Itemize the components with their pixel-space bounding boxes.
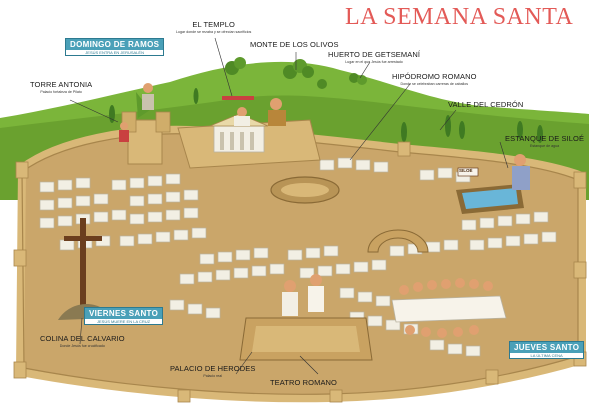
label-antonia-tower: TORRE ANTONIA Palacio fortaleza de Pilat… <box>30 80 92 94</box>
label-herod-palace-desc: Palacio real <box>203 374 223 378</box>
label-mount-of-olives-name: MONTE DE LOS OLIVOS <box>250 40 339 49</box>
palm-sunday-figures <box>119 83 154 142</box>
good-friday-desc: JESÚS MUERE EN LA CRUZ <box>85 319 163 324</box>
label-temple-name: EL TEMPLO <box>192 20 235 29</box>
label-temple-desc: Lugar donde se rezaba y se ofrecían sacr… <box>176 30 252 34</box>
holy-thursday-desc: LA ÚLTIMA CENA <box>510 353 584 358</box>
label-gethsemane-name: HUERTO DE GETSEMANÍ <box>328 50 421 59</box>
herod-figures <box>282 274 324 316</box>
palm-sunday-title: DOMINGO DE RAMOS <box>70 40 160 49</box>
label-hippodrome: HIPÓDROMO ROMANO Donde se celebraban car… <box>392 72 477 86</box>
temple-complex <box>177 113 321 169</box>
label-roman-theatre-name: TEATRO ROMANO <box>270 378 337 387</box>
label-antonia-tower-desc: Palacio fortaleza de Pilato <box>40 90 82 94</box>
cypress-trees <box>109 88 543 143</box>
label-antonia-tower-name: TORRE ANTONIA <box>30 80 93 89</box>
palm-sunday-box: DOMINGO DE RAMOS JESÚS ENTRA EN JERUSALÉ… <box>65 38 165 56</box>
label-calvary-desc: Donde Jesús fue crucificado <box>59 344 105 348</box>
disciples <box>399 278 493 338</box>
siloam-figure <box>457 154 530 190</box>
label-hippodrome-name: HIPÓDROMO ROMANO <box>392 72 477 81</box>
label-kidron-valley: VALLE DEL CEDRÓN <box>448 100 523 109</box>
palm-sunday-desc: JESÚS ENTRA EN JERUSALÉN <box>66 50 164 55</box>
label-pool-of-siloam: ESTANQUE DE SILOÉ Estanque de agua <box>505 134 584 148</box>
temple-figures <box>222 96 286 126</box>
label-gethsemane-desc: Lugar en el que Jesús fue arrestado <box>345 60 403 64</box>
label-mount-of-olives: MONTE DE LOS OLIVOS <box>250 40 339 49</box>
page-title: LA SEMANA SANTA <box>345 4 574 30</box>
label-hippodrome-desc: Donde se celebraban carreras de caballos <box>400 82 469 86</box>
hippodrome <box>270 176 340 204</box>
label-pointers <box>69 37 509 375</box>
label-herod-palace: PALACIO DE HERODES Palacio real <box>170 364 255 378</box>
holy-thursday-title: JUEVES SANTO <box>514 343 580 352</box>
label-herod-palace-name: PALACIO DE HERODES <box>170 364 256 373</box>
roman-theatre <box>367 229 429 253</box>
herod-palace <box>239 317 373 361</box>
good-friday-title: VIERNES SANTO <box>89 309 159 318</box>
label-calvary-name: COLINA DEL CALVARIO <box>40 334 125 343</box>
siloam-pool <box>456 184 524 214</box>
holy-thursday-box: JUEVES SANTO LA ÚLTIMA CENA <box>509 341 585 359</box>
good-friday-box: VIERNES SANTO JESÚS MUERE EN LA CRUZ <box>84 307 164 325</box>
label-kidron-valley-name: VALLE DEL CEDRÓN <box>448 100 524 109</box>
label-pool-of-siloam-desc: Estanque de agua <box>529 144 560 148</box>
last-supper-table <box>391 278 507 338</box>
label-pool-of-siloam-name: ESTANQUE DE SILOÉ <box>505 134 585 143</box>
label-calvary: COLINA DEL CALVARIO Donde Jesús fue cruc… <box>40 334 125 348</box>
label-roman-theatre: TEATRO ROMANO <box>270 378 337 387</box>
label-gethsemane: HUERTO DE GETSEMANÍ Lugar en el que Jesú… <box>328 50 420 64</box>
siloam-sign: SILOÉ <box>459 168 473 173</box>
olive-trees <box>225 57 367 89</box>
label-temple: EL TEMPLO Lugar donde se rezaba y se ofr… <box>176 20 251 34</box>
